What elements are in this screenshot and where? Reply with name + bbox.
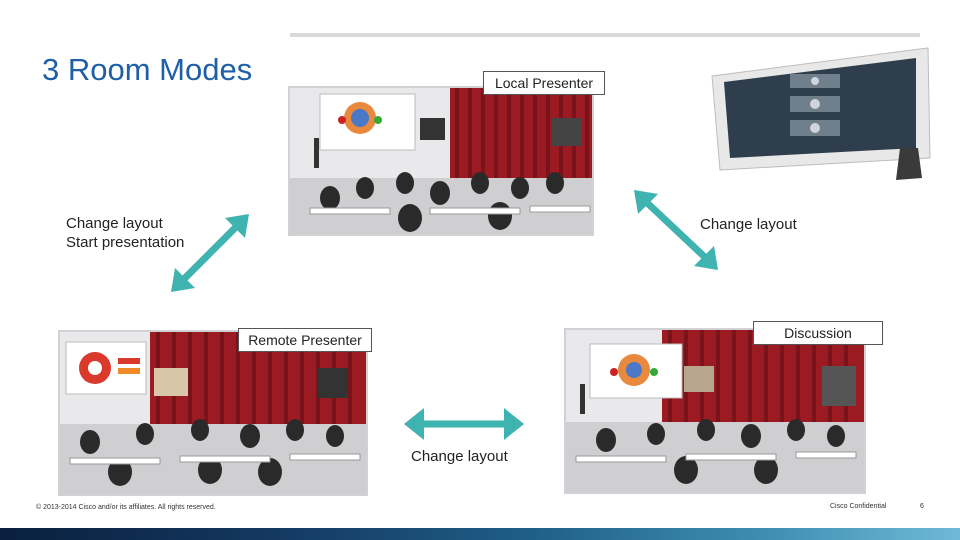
- page-number: 6: [920, 503, 924, 510]
- touch-panel-image: [700, 40, 940, 190]
- footer-copyright: © 2013-2014 Cisco and/or its affiliates.…: [36, 504, 216, 511]
- footer-color-bar: [0, 528, 960, 540]
- double-arrow-left-icon: [171, 214, 249, 292]
- double-arrow-bottom-icon: [404, 408, 524, 440]
- note-left-line2: Start presentation: [66, 234, 185, 251]
- label-remote-presenter: Remote Presenter: [238, 328, 372, 352]
- note-right: Change layout: [700, 216, 797, 233]
- room-image-remote-presenter: [58, 330, 368, 496]
- double-arrow-right-icon: [634, 190, 718, 270]
- footer-confidential: Cisco Confidential: [830, 503, 887, 510]
- top-rule: [290, 33, 920, 37]
- slide-title: 3 Room Modes: [42, 52, 253, 87]
- room-image-local-presenter: [288, 86, 594, 236]
- label-discussion: Discussion: [753, 321, 883, 345]
- label-local-presenter: Local Presenter: [483, 71, 605, 95]
- note-left-line1: Change layout: [66, 215, 163, 232]
- note-bottom: Change layout: [411, 448, 508, 465]
- room-image-discussion: [564, 328, 866, 494]
